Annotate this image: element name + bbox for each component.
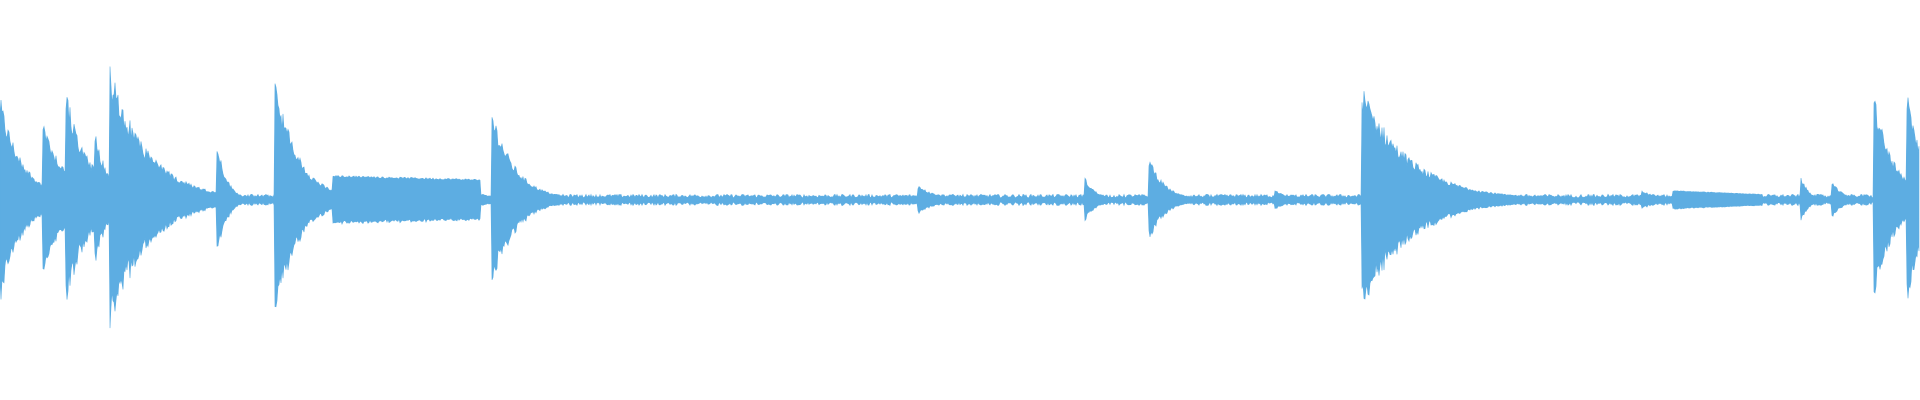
waveform-path (0, 66, 1920, 329)
